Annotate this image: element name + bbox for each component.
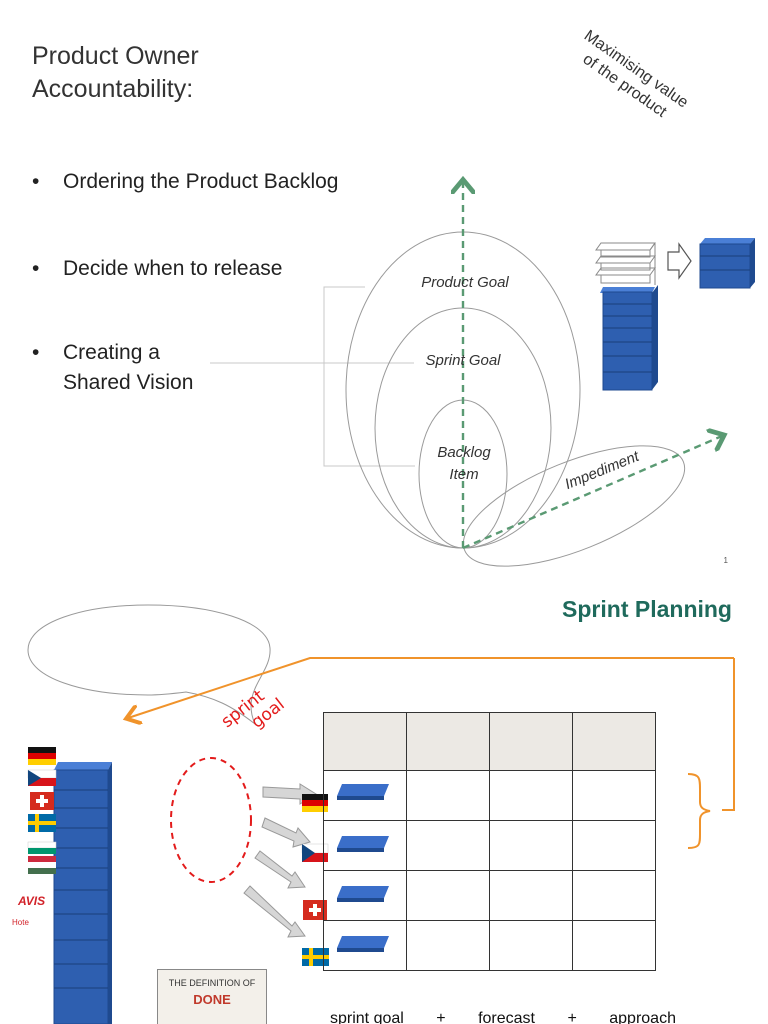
table-cell [323, 770, 407, 821]
backlog-stack [600, 285, 658, 391]
bullet-ordering-backlog: • Ordering the Product Backlog [32, 167, 338, 197]
slide-title: Product Owner Accountability: [32, 40, 199, 106]
table-row [323, 870, 656, 921]
goal-diagram [210, 0, 755, 567]
table-cell [323, 870, 407, 921]
sweden-flag-icon [302, 948, 329, 966]
table-cell [406, 870, 490, 921]
slide-sprint-planning: Sprint Planning [0, 584, 768, 1024]
bullet-text-line-2: Shared Vision [63, 371, 194, 394]
bullet-marker: • [32, 257, 40, 280]
table-cell [572, 820, 656, 871]
sprint-planning-diagram [27, 604, 735, 1024]
table-cell [406, 770, 490, 821]
bullet-shared-vision: • Creating a Shared Vision [32, 338, 193, 398]
outcome-approach: approach [609, 1010, 676, 1024]
sprint-goal-label: Sprint Goal [425, 352, 501, 369]
table-cell [572, 870, 656, 921]
sweden-flag-icon [28, 814, 56, 832]
table-row [323, 770, 656, 821]
product-backlog-tower [53, 762, 112, 1024]
product-goal-label: Product Goal [421, 274, 509, 291]
orange-arrow [128, 657, 734, 718]
table-cell [489, 770, 573, 821]
table-cell [406, 820, 490, 871]
definition-of-done-sign: THE DEFINITION OF DONE [157, 969, 267, 1024]
slide-product-owner: Product Owner Accountability: • Ordering… [32, 0, 755, 567]
page-number: 1 [723, 556, 728, 565]
impediment-ellipse [462, 445, 686, 567]
backlog-item-line-2: Item [449, 466, 479, 483]
bulgaria-flag-icon [27, 841, 57, 854]
table-row [323, 920, 656, 971]
bullet-text: Ordering the Product Backlog [63, 170, 339, 193]
outcome-plus-1: + [436, 1010, 446, 1024]
title-line-2: Accountability: [32, 75, 194, 103]
released-increment [699, 238, 755, 289]
avis-logo: AVIS [18, 894, 46, 908]
speech-bubble [27, 604, 271, 725]
sprint-goal-ellipse [170, 757, 252, 883]
release-arrow-icon [667, 242, 692, 280]
table-cell [323, 920, 407, 971]
slide-title: Sprint Planning [562, 596, 732, 622]
hotel-logo: Hote [12, 918, 29, 927]
orange-return-line [722, 658, 735, 811]
table-cell [323, 820, 407, 871]
germany-flag-icon [302, 794, 328, 812]
table-header-row [323, 712, 656, 771]
table-cell [572, 712, 656, 771]
outcome-sprint-goal: sprint goal [330, 1010, 404, 1024]
sprint-planning-outcomes: sprint goal + forecast + approach [330, 1010, 704, 1024]
dod-line-2: DONE [193, 992, 231, 1007]
backlog-item-label: Backlog Item [414, 442, 514, 486]
table-cell [572, 920, 656, 971]
table-cell [323, 712, 407, 771]
table-cell [572, 770, 656, 821]
dod-line-1: THE DEFINITION OF [168, 978, 256, 988]
table-cell [489, 870, 573, 921]
bullet-marker: • [32, 341, 40, 364]
germany-flag-icon [28, 747, 56, 765]
bullet-text: Decide when to release [63, 257, 283, 280]
czech-flag-icon [27, 769, 57, 786]
bullet-marker: • [32, 170, 40, 193]
left-flags [27, 747, 57, 874]
table-cell [489, 712, 573, 771]
bullet-decide-release: • Decide when to release [32, 254, 282, 284]
planned-outline-blocks [595, 242, 656, 285]
title-line-1: Product Owner [32, 42, 199, 70]
swiss-flag-icon [303, 900, 327, 920]
backlog-item-line-1: Backlog [437, 444, 491, 461]
table-row [323, 820, 656, 871]
outcome-forecast: forecast [478, 1010, 535, 1024]
orange-brace [687, 773, 711, 849]
table-cell [406, 712, 490, 771]
sprint-planning-table [323, 712, 656, 971]
table-cell [406, 920, 490, 971]
hungary-flag-icon [28, 856, 56, 874]
row-flags [301, 794, 329, 966]
bullet-text: Creating a Shared Vision [63, 338, 193, 398]
outcome-plus-2: + [567, 1010, 577, 1024]
table-cell [489, 820, 573, 871]
table-cell [489, 920, 573, 971]
bracket-line [323, 286, 415, 467]
swiss-flag-icon [30, 792, 54, 810]
bullet-text-line-1: Creating a [63, 341, 160, 364]
